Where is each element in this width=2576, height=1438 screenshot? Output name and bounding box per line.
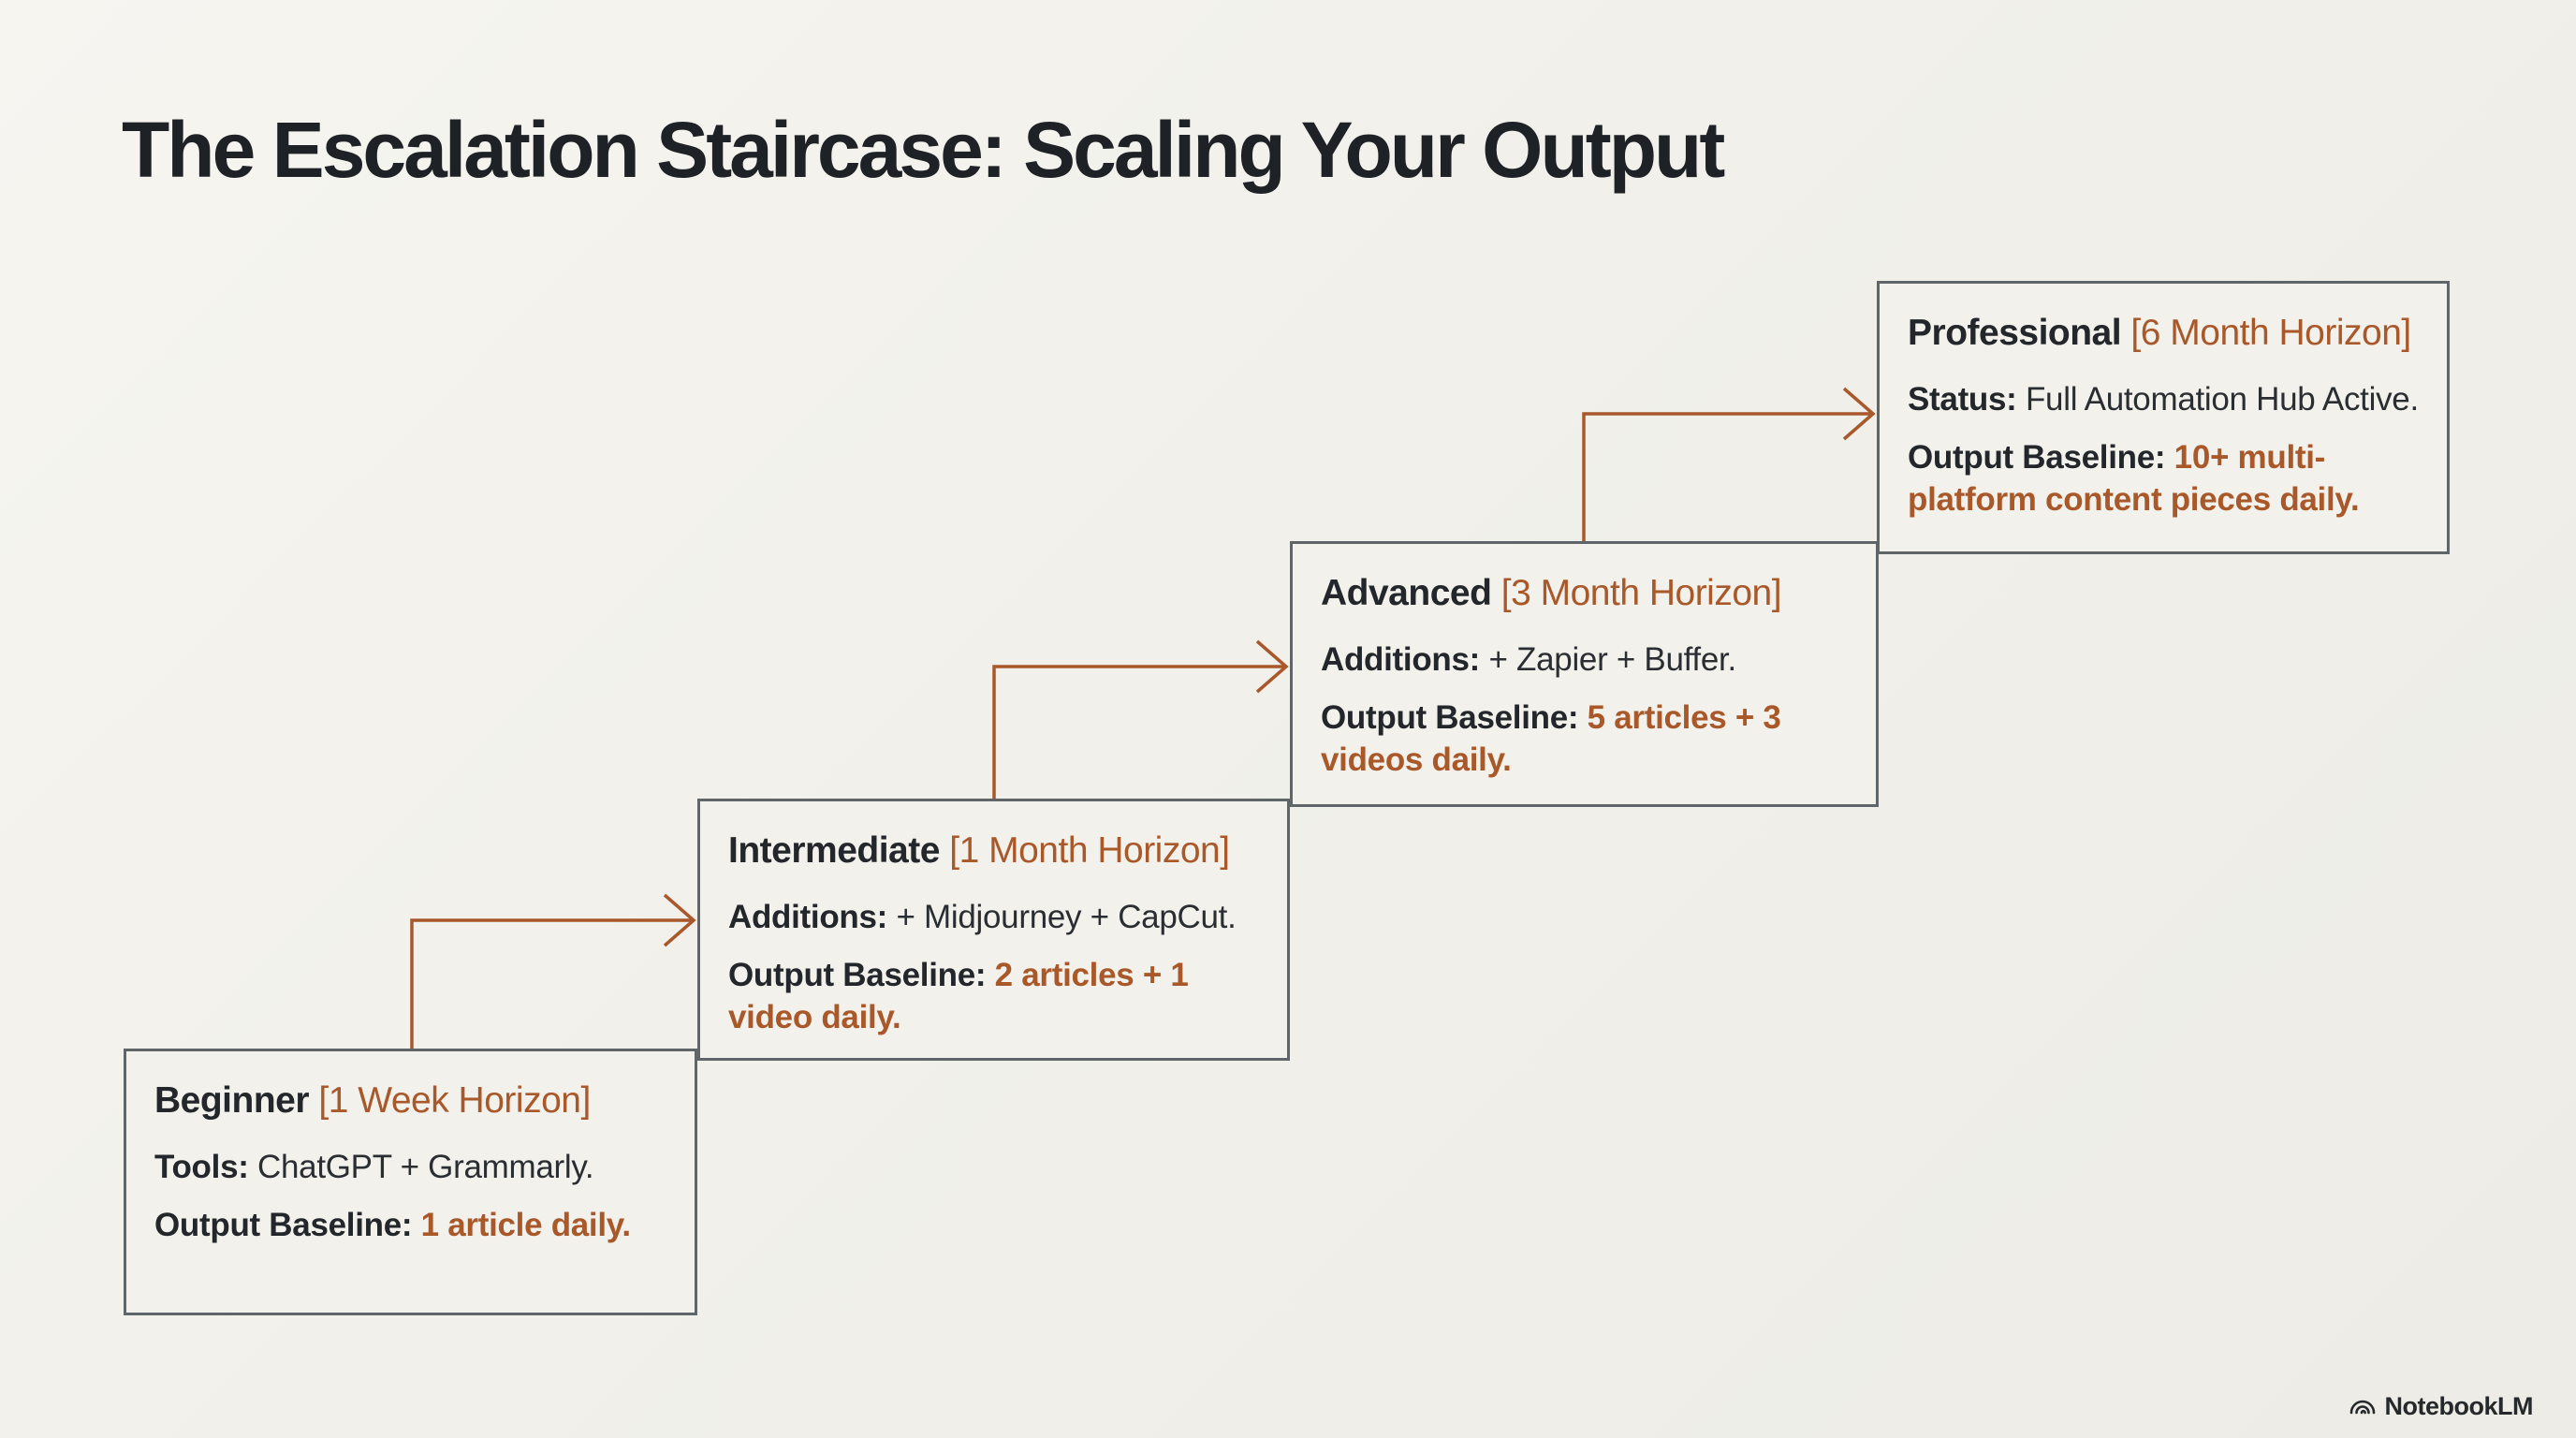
stage-line-value: + Zapier + Buffer. [1488, 641, 1736, 679]
stage-line-value: 10+ multi-platform content pieces daily. [1908, 439, 2360, 518]
connector-advanced-to-professional [1582, 412, 1870, 541]
stage-line-label: Output Baseline: [154, 1207, 413, 1244]
connector-beginner-to-intermediate [410, 918, 691, 1049]
stage-box-intermediate: Intermediate [1 Month Horizon] Additions… [697, 799, 1290, 1061]
stage-name: Intermediate [728, 830, 940, 871]
stage-line-value: 1 article daily. [420, 1207, 631, 1244]
connector-intermediate-to-advanced [992, 665, 1283, 799]
stage-additions-line: Additions: + Midjourney + CapCut. [728, 897, 1272, 938]
stage-title: Beginner [1 Week Horizon] [154, 1079, 680, 1123]
stage-output-line: Output Baseline: 10+ multi-platform cont… [1908, 437, 2432, 521]
stage-name: Professional [1908, 313, 2122, 353]
stage-line-value: ChatGPT + Grammarly. [257, 1149, 594, 1186]
stage-box-advanced: Advanced [3 Month Horizon] Additions: + … [1290, 541, 1879, 807]
stage-line-label: Tools: [154, 1149, 249, 1186]
stage-name: Beginner [154, 1080, 310, 1121]
stage-line-label: Additions: [1321, 641, 1481, 679]
stage-horizon: [1 Week Horizon] [318, 1080, 591, 1121]
stage-horizon: [6 Month Horizon] [2130, 313, 2411, 353]
stage-line-label: Output Baseline: [1908, 439, 2166, 477]
stage-output-line: Output Baseline: 5 articles + 3 videos d… [1321, 697, 1861, 781]
arrowhead-professional [1842, 387, 1876, 441]
stage-line-label: Additions: [728, 899, 888, 936]
stage-title: Advanced [3 Month Horizon] [1321, 572, 1861, 615]
stage-line-label: Status: [1908, 381, 2017, 418]
notebooklm-label: NotebookLM [2384, 1391, 2534, 1420]
stage-line-value: Full Automation Hub Active. [2025, 381, 2419, 418]
stage-name: Advanced [1321, 573, 1492, 613]
stage-output-line: Output Baseline: 2 articles + 1 video da… [728, 955, 1272, 1038]
stage-line-value: 5 articles + 3 videos daily. [1321, 699, 1781, 778]
stage-horizon: [3 Month Horizon] [1500, 573, 1782, 613]
stage-additions-line: Additions: + Zapier + Buffer. [1321, 639, 1861, 681]
stage-box-professional: Professional [6 Month Horizon] Status: F… [1877, 281, 2450, 554]
stage-status-line: Status: Full Automation Hub Active. [1908, 379, 2432, 420]
arrowhead-intermediate [663, 893, 696, 947]
stage-box-beginner: Beginner [1 Week Horizon] Tools: ChatGPT… [124, 1049, 697, 1315]
stage-title: Professional [6 Month Horizon] [1908, 312, 2432, 355]
stage-line-label: Output Baseline: [728, 957, 987, 994]
arrowhead-advanced [1255, 639, 1289, 694]
page-title: The Escalation Staircase: Scaling Your O… [122, 106, 1725, 194]
stage-line-value: 2 articles + 1 video daily. [728, 957, 1189, 1035]
stage-line-label: Output Baseline: [1321, 699, 1579, 737]
stage-title: Intermediate [1 Month Horizon] [728, 829, 1272, 873]
stage-output-line: Output Baseline: 1 article daily. [154, 1205, 680, 1246]
notebooklm-icon [2349, 1400, 2375, 1415]
stage-line-value: + Midjourney + CapCut. [896, 899, 1237, 936]
stage-tools-line: Tools: ChatGPT + Grammarly. [154, 1147, 680, 1188]
notebooklm-brand: NotebookLM [2348, 1391, 2534, 1421]
stage-horizon: [1 Month Horizon] [949, 830, 1230, 871]
